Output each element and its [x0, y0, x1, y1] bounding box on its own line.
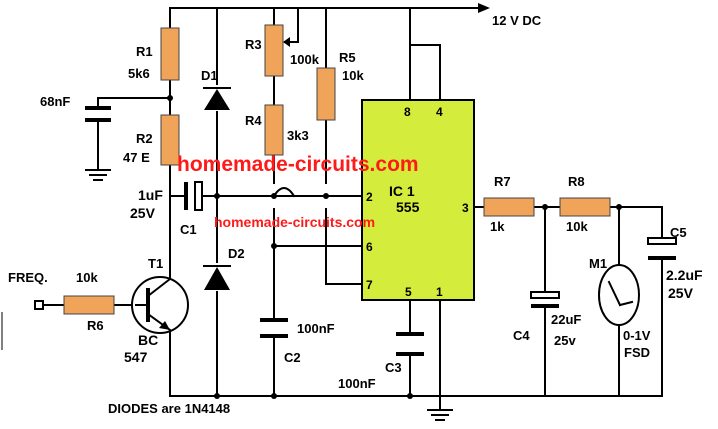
junction-dots: [167, 95, 622, 399]
capacitors: [85, 106, 677, 356]
r5-ref: R5: [339, 50, 356, 65]
meter-ref: M1: [589, 256, 607, 271]
c5-ref: C5: [670, 225, 687, 240]
ic-pin-8: 8: [404, 105, 411, 119]
c2-value: 100nF: [297, 321, 335, 336]
r7-value: 1k: [490, 219, 505, 234]
ground-symbol-icon: [427, 409, 453, 421]
r5-value: 10k: [342, 68, 364, 83]
capacitor-c2: [260, 318, 288, 338]
r1-ref: R1: [136, 44, 153, 59]
input-terminal: [34, 300, 44, 310]
capacitor-c5: [647, 237, 677, 260]
t1-number: 547: [124, 349, 148, 365]
r4-ref: R4: [245, 113, 262, 128]
ic-type: 555: [396, 199, 420, 215]
c3-value: 100nF: [338, 376, 376, 391]
d2-ref: D2: [228, 246, 245, 261]
r3-value: 100k: [290, 52, 320, 67]
supply-label: 12 V DC: [492, 13, 542, 28]
c1-value: 1uF: [138, 187, 163, 203]
t1-ref: T1: [148, 256, 163, 271]
meter-fsd: FSD: [624, 345, 650, 360]
c1-voltage: 25V: [130, 205, 156, 221]
r4-value: 3k3: [287, 128, 309, 143]
capacitor-c1: [184, 181, 203, 211]
diodes-note: DIODES are 1N4148: [108, 401, 230, 416]
c5-voltage: 25V: [668, 285, 694, 301]
r3-ref: R3: [245, 37, 262, 52]
d1-ref: D1: [201, 68, 218, 83]
r7-ref: R7: [494, 174, 511, 189]
resistor-r4: [264, 104, 284, 156]
c2-ref: C2: [284, 350, 301, 365]
r8-value: 10k: [566, 219, 588, 234]
c5-value: 2.2uF: [666, 267, 703, 283]
c3-ref: C3: [385, 360, 402, 375]
watermark-small: homemade-circuits.com: [214, 214, 375, 230]
r6-ref: R6: [87, 318, 104, 333]
transistor-t1: [131, 269, 189, 334]
resistor-r1: [160, 27, 180, 81]
c1-ref: C1: [180, 222, 197, 237]
r8-ref: R8: [568, 174, 585, 189]
ic-pin-1: 1: [436, 285, 443, 299]
supply-arrow-icon: [478, 3, 490, 13]
resistor-r3: [264, 24, 284, 77]
resistor-r8: [559, 197, 611, 217]
ic-pin-5: 5: [405, 285, 412, 299]
c4-value: 22uF: [551, 312, 581, 327]
diode-d1: [203, 87, 231, 110]
ic-pin-3: 3: [462, 201, 469, 215]
watermark-large: homemade-circuits.com: [177, 153, 419, 176]
resistor-r7: [483, 197, 535, 217]
c4-ref: C4: [513, 328, 530, 343]
input-label: FREQ.: [8, 270, 48, 285]
meter-m1: [598, 264, 640, 326]
ground-symbol-icon: [85, 169, 111, 181]
r6-value: 10k: [76, 270, 98, 285]
capacitor-68nf: [85, 106, 111, 122]
ic-pin-6: 6: [366, 240, 373, 254]
wiper-arrow-icon: [283, 37, 290, 47]
ic-pin-4: 4: [436, 105, 443, 119]
capacitor-c4: [530, 291, 560, 308]
c-68nf-value: 68nF: [40, 94, 70, 109]
capacitor-c3: [396, 332, 424, 356]
resistor-r5: [316, 67, 336, 121]
diodes: [203, 87, 231, 290]
r2-ref: R2: [136, 131, 153, 146]
t1-type: BC: [138, 332, 158, 348]
ic-pin-7: 7: [366, 278, 373, 292]
ic-ref: IC 1: [389, 183, 415, 199]
c4-voltage: 25v: [554, 333, 576, 348]
r2-value: 47 E: [123, 150, 150, 165]
ic-pin-2: 2: [366, 190, 373, 204]
resistors: [63, 24, 611, 315]
meter-range: 0-1V: [623, 328, 651, 343]
resistor-r6: [63, 295, 115, 315]
diode-d2: [203, 265, 231, 290]
wires: [43, 3, 663, 411]
ic-555: [361, 99, 475, 301]
resistor-r2: [160, 114, 180, 166]
r1-value: 5k6: [128, 66, 150, 81]
